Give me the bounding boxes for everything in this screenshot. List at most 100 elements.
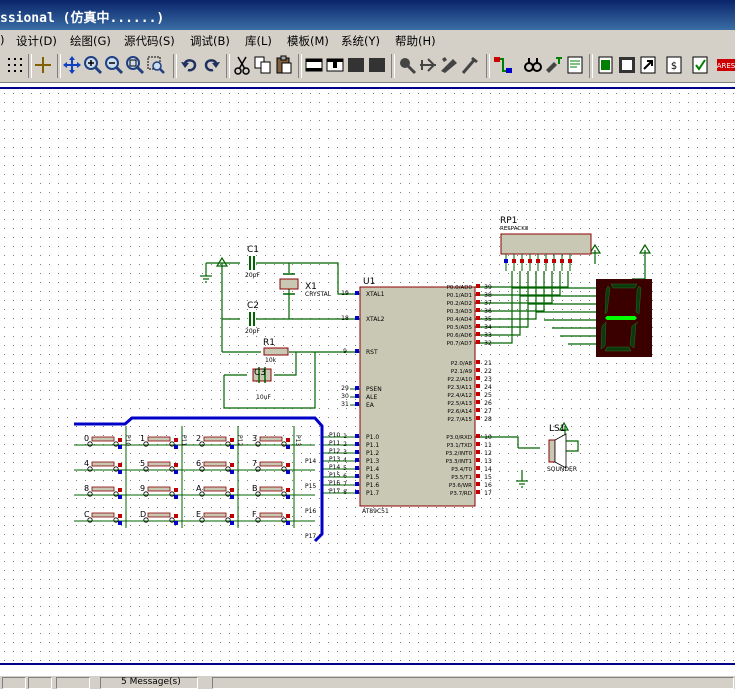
undo-icon[interactable] bbox=[180, 55, 200, 75]
key-label: 1 bbox=[140, 434, 145, 443]
keypad-key[interactable]: B bbox=[252, 484, 290, 499]
new-sheet-icon[interactable] bbox=[596, 55, 616, 75]
key-contact bbox=[87, 441, 93, 447]
block-delete-icon[interactable] bbox=[367, 55, 387, 75]
block-rotate-icon[interactable] bbox=[346, 55, 366, 75]
u1-pin-name: P0.4/AD4 bbox=[447, 317, 473, 323]
u1-pin-name: P3.2/INT0 bbox=[445, 451, 472, 457]
u1-pin-name: P3.6/WR bbox=[449, 483, 472, 489]
pin-state-marker bbox=[476, 324, 480, 328]
key-contact bbox=[113, 441, 119, 447]
block-move-icon[interactable] bbox=[325, 55, 345, 75]
seven-segment-display[interactable]: 0 bbox=[596, 279, 652, 357]
keypad-key[interactable]: 2 bbox=[196, 434, 234, 449]
pin-state-marker bbox=[118, 495, 122, 499]
pan-icon[interactable] bbox=[62, 55, 82, 75]
redo-icon[interactable] bbox=[201, 55, 221, 75]
keypad-key[interactable]: 0 bbox=[84, 434, 122, 449]
u1-pin-name: XTAL1 bbox=[366, 291, 385, 298]
block-copy-icon[interactable] bbox=[304, 55, 324, 75]
netlist-ares-icon[interactable]: ARES bbox=[716, 55, 735, 75]
grid-icon[interactable] bbox=[5, 55, 25, 75]
wire-autorouter-icon[interactable] bbox=[493, 55, 513, 75]
menu-source[interactable]: 源代码(S) bbox=[124, 34, 175, 48]
pin-state-marker bbox=[286, 514, 290, 518]
pin-state-marker bbox=[355, 402, 359, 406]
crystal-x1[interactable]: X1 CRYSTAL bbox=[279, 273, 332, 298]
capacitor-c1[interactable]: C1 20pF bbox=[245, 245, 260, 279]
make-device-icon[interactable] bbox=[418, 55, 438, 75]
u1-pin-name: P2.5/A13 bbox=[447, 401, 472, 407]
u1-pin-number: 33 bbox=[484, 332, 492, 339]
property-tool-icon[interactable] bbox=[544, 55, 564, 75]
capacitor-c2[interactable]: C2 20pF bbox=[245, 301, 260, 335]
keypad-key[interactable]: 7 bbox=[252, 459, 290, 474]
menu-help[interactable]: 帮助(H) bbox=[395, 34, 436, 48]
capacitor-c3[interactable]: C3 10uF bbox=[252, 367, 272, 401]
origin-icon[interactable] bbox=[33, 55, 53, 75]
bom-report-icon[interactable]: $ bbox=[664, 55, 684, 75]
key-label: D bbox=[140, 510, 146, 519]
pick-device-icon[interactable] bbox=[397, 55, 417, 75]
menu-library[interactable]: 库(L) bbox=[245, 34, 272, 48]
pin-state-marker bbox=[476, 376, 480, 380]
menu-system[interactable]: 系统(Y) bbox=[341, 34, 380, 48]
keypad-key[interactable]: F bbox=[252, 510, 290, 525]
buzzer-ls1[interactable]: LS1 SOUNDER bbox=[547, 424, 577, 473]
package-tool-icon[interactable] bbox=[439, 55, 459, 75]
keypad-key[interactable]: 6 bbox=[196, 459, 234, 474]
u1-pin-name: P1.1 bbox=[366, 442, 379, 449]
zoom-in-icon[interactable] bbox=[83, 55, 103, 75]
key-contact bbox=[225, 491, 231, 497]
u1-pin-number: 36 bbox=[484, 308, 492, 315]
menu-design[interactable]: 设计(D) bbox=[16, 34, 57, 48]
keypad-key[interactable]: 8 bbox=[84, 484, 122, 499]
keypad-key[interactable]: E bbox=[196, 510, 234, 525]
keypad-key[interactable]: D bbox=[140, 510, 178, 525]
zoom-area-icon[interactable] bbox=[146, 55, 166, 75]
search-tag-icon[interactable] bbox=[523, 55, 543, 75]
cut-icon[interactable] bbox=[232, 55, 252, 75]
schematic-canvas[interactable]: C1 20pF C2 20pF X1 CRYSTAL R1 10k C3 10u… bbox=[0, 83, 735, 675]
keypad-key[interactable]: 1 bbox=[140, 434, 178, 449]
remove-sheet-icon[interactable] bbox=[617, 55, 637, 75]
r1-ref: R1 bbox=[263, 338, 275, 348]
design-explorer-icon[interactable] bbox=[565, 55, 585, 75]
paste-icon[interactable] bbox=[274, 55, 294, 75]
u1-pin-name: P2.3/A11 bbox=[447, 385, 472, 391]
u1-pin-number: 11 bbox=[484, 442, 492, 449]
keypad-key[interactable]: A bbox=[196, 484, 234, 499]
pin-state-marker bbox=[476, 442, 480, 446]
keypad-key[interactable]: 5 bbox=[140, 459, 178, 474]
u1-pin-number: 23 bbox=[484, 376, 492, 383]
pin-state-marker bbox=[476, 384, 480, 388]
keypad-key[interactable]: 9 bbox=[140, 484, 178, 499]
resistor-pack-rp1[interactable]: RP1 RESPACK8 bbox=[500, 216, 592, 271]
pin-state-marker bbox=[560, 259, 564, 263]
decompose-icon[interactable] bbox=[460, 55, 480, 75]
keypad-key[interactable]: C bbox=[84, 510, 122, 525]
resistor-r1[interactable]: R1 10k bbox=[263, 338, 289, 364]
key-contact bbox=[113, 491, 119, 497]
menu-file[interactable]: ) bbox=[0, 33, 5, 47]
u1-pin-number: 18 bbox=[341, 315, 349, 322]
key-cap bbox=[259, 512, 283, 518]
pin-state-marker bbox=[286, 521, 290, 525]
key-contact bbox=[225, 441, 231, 447]
exit-parent-icon[interactable] bbox=[638, 55, 658, 75]
keypad-key[interactable]: 4 bbox=[84, 459, 122, 474]
zoom-out-icon[interactable] bbox=[104, 55, 124, 75]
zoom-all-icon[interactable] bbox=[125, 55, 145, 75]
x1-value: CRYSTAL bbox=[305, 291, 332, 298]
menu-template[interactable]: 模板(M) bbox=[287, 34, 329, 48]
menu-graph[interactable]: 绘图(G) bbox=[70, 34, 111, 48]
u1-pin-name: P2.6/A14 bbox=[447, 409, 472, 415]
keypad-key[interactable]: 3 bbox=[252, 434, 290, 449]
copy-icon[interactable] bbox=[253, 55, 273, 75]
electrical-check-icon[interactable] bbox=[690, 55, 710, 75]
u1-pin-number: 28 bbox=[484, 416, 492, 423]
menu-debug[interactable]: 调试(B) bbox=[190, 34, 230, 48]
pin-state-marker bbox=[476, 340, 480, 344]
